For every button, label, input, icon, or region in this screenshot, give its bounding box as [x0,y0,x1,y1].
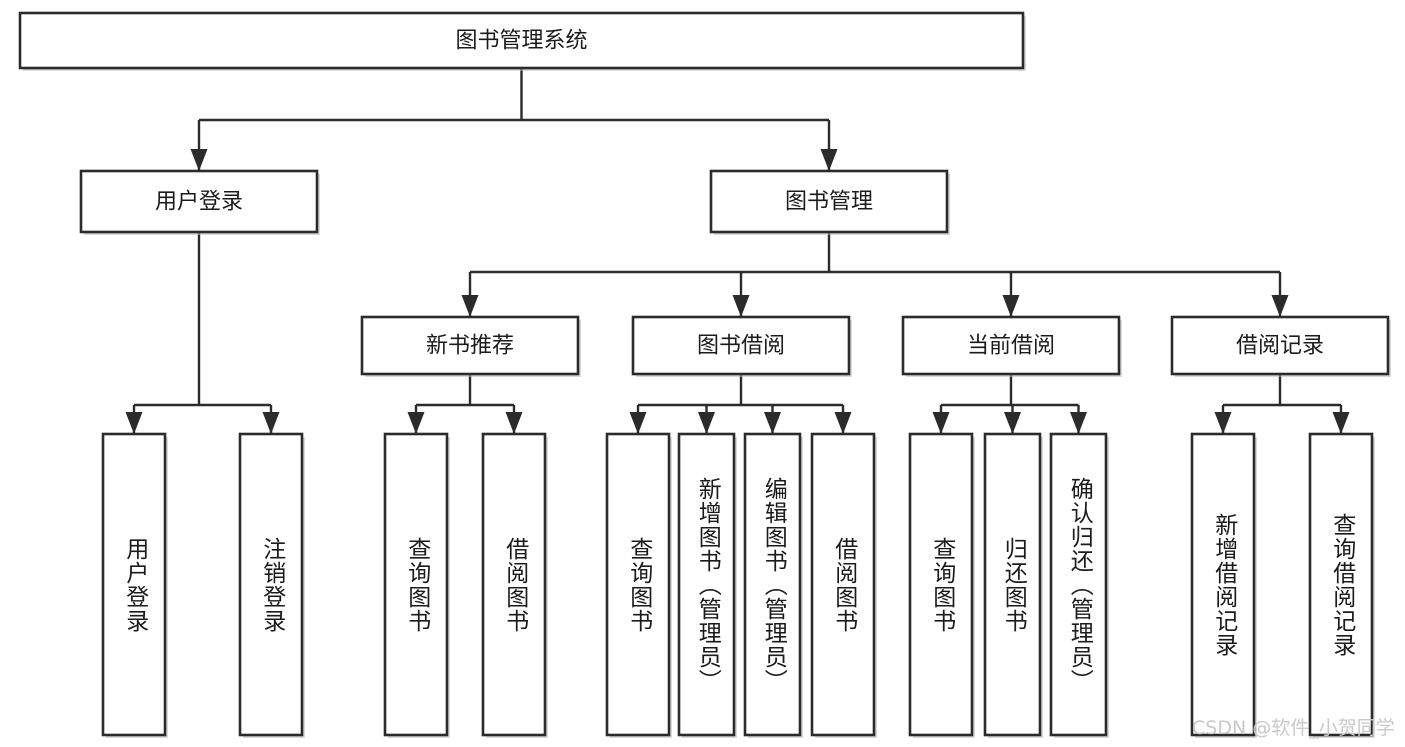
leaf-node-cb-confirm-return[interactable] [1049,432,1108,737]
leaf-node-bb-borrow-book[interactable] [810,432,876,737]
arrow-head-icon-book-management [820,149,838,171]
arrow-head-icon-book-borrow [732,295,750,317]
arrow-head-icon-new-book-recommend [461,295,479,317]
leaf-node-logout-leaf[interactable] [238,432,304,737]
leaf-node-bb-edit-book[interactable] [743,432,802,737]
node-label-book-borrow: 图书借阅 [697,334,785,359]
arrow-head-icon-user-login-leaf [125,412,143,434]
leaf-node-br-add-record[interactable] [1190,432,1256,737]
leaf-node-bb-query-book[interactable] [605,432,671,737]
leaf-node-nbr-query-book[interactable] [383,432,449,737]
boxes-layer [18,11,1391,738]
csdn-watermark: CSDN @软件_小贺同学 [1192,717,1395,739]
arrow-head-icon-br-add-record [1214,412,1232,434]
level3-node-book-borrow[interactable] [631,315,851,376]
leaf-node-nbr-borrow-book[interactable] [481,432,547,737]
arrow-head-icon-current-borrow [1002,295,1020,317]
leaf-node-br-query-record[interactable] [1308,432,1374,737]
arrow-head-icon-bb-borrow-book [834,412,852,434]
arrow-head-icon-nbr-borrow-book [505,412,523,434]
level2-node-user-login[interactable] [79,169,319,234]
arrow-head-icon-user-login [190,149,208,171]
node-label-new-book-recommend: 新书推荐 [426,334,514,359]
arrow-head-icon-bb-add-book [698,412,715,434]
node-label-book-management: 图书管理 [785,190,873,215]
level2-node-book-management[interactable] [709,169,949,234]
level3-node-borrow-record[interactable] [1170,315,1390,376]
level3-node-new-book-recommend[interactable] [360,315,580,376]
leaf-node-cb-query-book[interactable] [908,432,974,737]
arrow-head-icon-bb-edit-book [764,412,781,434]
node-label-user-login: 用户登录 [155,190,243,215]
node-label-borrow-record: 借阅记录 [1236,334,1324,359]
arrow-head-icon-nbr-query-book [407,412,425,434]
leaf-node-bb-add-book[interactable] [677,432,736,737]
leaf-node-cb-return-book[interactable] [983,432,1042,737]
leaf-node-user-login-leaf[interactable] [101,432,167,737]
arrow-head-icon-logout-leaf [262,412,280,434]
root-node-root[interactable] [18,11,1025,70]
arrow-head-icon-cb-confirm-return [1070,412,1087,434]
node-label-current-borrow: 当前借阅 [967,334,1055,359]
arrow-head-icon-bb-query-book [629,412,647,434]
arrow-head-icon-cb-query-book [932,412,950,434]
arrow-head-icon-cb-return-book [1004,412,1021,434]
node-label-root: 图书管理系统 [455,29,587,54]
arrow-head-icon-borrow-record [1271,295,1289,317]
connectors-layer [125,68,1350,434]
level3-node-current-borrow[interactable] [901,315,1121,376]
arrow-head-icon-br-query-record [1332,412,1350,434]
